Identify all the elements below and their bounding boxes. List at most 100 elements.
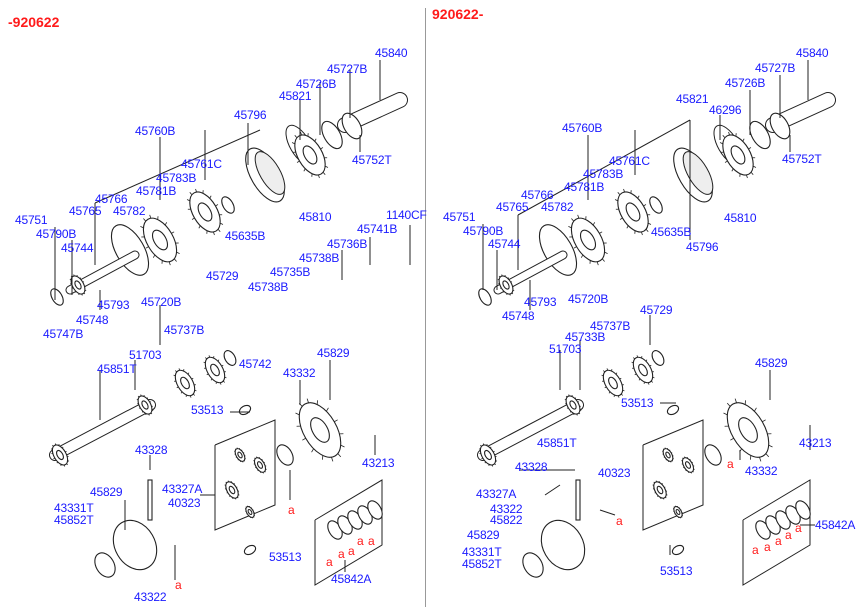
part-label-45790B[interactable]: 45790B bbox=[36, 227, 77, 241]
part-label-45744[interactable]: 45744 bbox=[61, 241, 94, 255]
part-label-45761C[interactable]: 45761C bbox=[609, 154, 650, 168]
gear-tooth bbox=[213, 356, 215, 359]
part-label-45751[interactable]: 45751 bbox=[443, 210, 476, 224]
part-label-45737B[interactable]: 45737B bbox=[590, 319, 631, 333]
gear-tooth bbox=[658, 481, 660, 483]
part-label-45793[interactable]: 45793 bbox=[97, 298, 130, 312]
gear-tooth bbox=[203, 361, 206, 364]
part-label-45793[interactable]: 45793 bbox=[524, 295, 557, 309]
part-label-45782[interactable]: 45782 bbox=[113, 204, 146, 218]
part-label-43328[interactable]: 43328 bbox=[135, 443, 168, 457]
part-label-45747B[interactable]: 45747B bbox=[43, 327, 84, 341]
part-label-45726B[interactable]: 45726B bbox=[725, 76, 766, 90]
part-label-40323[interactable]: 40323 bbox=[168, 496, 201, 510]
gear-tooth bbox=[227, 480, 229, 482]
part-label-53513-b[interactable]: 53513 bbox=[269, 550, 302, 564]
part-label-45729[interactable]: 45729 bbox=[206, 269, 239, 283]
part-label-43322[interactable]: 43322 bbox=[490, 502, 523, 516]
part-label-43327A[interactable]: 43327A bbox=[476, 487, 517, 501]
part-label-43332[interactable]: 43332 bbox=[283, 366, 316, 380]
part-label-45752T[interactable]: 45752T bbox=[782, 152, 822, 166]
part-label-43331T[interactable]: 43331T bbox=[462, 545, 502, 559]
part-label-51703[interactable]: 51703 bbox=[549, 342, 582, 356]
part-label-45751[interactable]: 45751 bbox=[15, 213, 48, 227]
part-label-45796[interactable]: 45796 bbox=[686, 240, 719, 254]
part-label-45748[interactable]: 45748 bbox=[502, 309, 535, 323]
part-label-45726B[interactable]: 45726B bbox=[296, 77, 337, 91]
part-label-45829-top[interactable]: 45829 bbox=[317, 346, 350, 360]
part-label-43331T[interactable]: 43331T bbox=[54, 501, 94, 515]
gear-tooth bbox=[258, 457, 260, 459]
part-label-45727B[interactable]: 45727B bbox=[755, 61, 796, 75]
part-label-43213[interactable]: 43213 bbox=[362, 456, 395, 470]
part-label-45842A[interactable]: 45842A bbox=[815, 518, 856, 532]
part-label-45810[interactable]: 45810 bbox=[724, 211, 757, 225]
part-label-45635B[interactable]: 45635B bbox=[225, 229, 266, 243]
version-label-left: -920622 bbox=[8, 14, 60, 30]
part-label-45738B-a[interactable]: 45738B bbox=[299, 251, 340, 265]
part-label-45735B[interactable]: 45735B bbox=[270, 265, 311, 279]
part-label-45783B[interactable]: 45783B bbox=[583, 167, 624, 181]
part-label-45840[interactable]: 45840 bbox=[375, 46, 408, 60]
part-label-45842A[interactable]: 45842A bbox=[331, 572, 372, 586]
part-label-45765[interactable]: 45765 bbox=[496, 200, 529, 214]
part-label-45852T[interactable]: 45852T bbox=[54, 513, 94, 527]
part-label-45741B[interactable]: 45741B bbox=[357, 222, 398, 236]
part-label-45733B[interactable]: 45733B bbox=[565, 330, 606, 344]
gear-tooth bbox=[689, 458, 691, 461]
part-label-43322[interactable]: 43322 bbox=[134, 590, 167, 604]
part-label-45829-bot[interactable]: 45829 bbox=[467, 528, 500, 542]
part-label-45796[interactable]: 45796 bbox=[234, 108, 267, 122]
part-label-45752T[interactable]: 45752T bbox=[352, 153, 392, 167]
gear-tooth bbox=[666, 494, 668, 496]
part-label-40323[interactable]: 40323 bbox=[598, 466, 631, 480]
part-label-45765[interactable]: 45765 bbox=[69, 204, 102, 218]
part-label-45810[interactable]: 45810 bbox=[299, 210, 332, 224]
part-label-45720B[interactable]: 45720B bbox=[568, 292, 609, 306]
part-label-45727B[interactable]: 45727B bbox=[327, 62, 368, 76]
part-label-45760B[interactable]: 45760B bbox=[135, 124, 176, 138]
part-label-53513-a[interactable]: 53513 bbox=[621, 396, 654, 410]
part-label-45729[interactable]: 45729 bbox=[640, 303, 673, 317]
part-label-45738B-b[interactable]: 45738B bbox=[248, 280, 289, 294]
gear-tooth bbox=[337, 453, 342, 458]
part-label-45851T[interactable]: 45851T bbox=[97, 362, 137, 376]
gear-tooth bbox=[340, 444, 345, 448]
part-label-46296[interactable]: 46296 bbox=[709, 103, 742, 117]
part-label-45737B[interactable]: 45737B bbox=[164, 323, 205, 337]
part-label-45829-bot[interactable]: 45829 bbox=[90, 485, 123, 499]
part-label-45821[interactable]: 45821 bbox=[676, 92, 709, 106]
part-label-53513-b[interactable]: 53513 bbox=[660, 564, 693, 578]
part-label-45851T[interactable]: 45851T bbox=[537, 436, 577, 450]
part-label-45821[interactable]: 45821 bbox=[279, 89, 312, 103]
part-label-43332[interactable]: 43332 bbox=[745, 464, 778, 478]
part-label-43327A[interactable]: 43327A bbox=[162, 482, 203, 496]
part-label-45822[interactable]: 45822 bbox=[490, 513, 523, 527]
part-label-45781B[interactable]: 45781B bbox=[564, 180, 605, 194]
part-label-45761C[interactable]: 45761C bbox=[181, 157, 222, 171]
part-label-45720B[interactable]: 45720B bbox=[141, 295, 182, 309]
part-label-51703[interactable]: 51703 bbox=[129, 348, 162, 362]
part-label-45781B[interactable]: 45781B bbox=[136, 184, 177, 198]
part-label-45742[interactable]: 45742 bbox=[239, 357, 272, 371]
part-label-1140CF[interactable]: 1140CF bbox=[386, 208, 427, 222]
part-label-45783B[interactable]: 45783B bbox=[156, 171, 197, 185]
gear-tooth bbox=[611, 369, 613, 372]
part-label-45790B[interactable]: 45790B bbox=[463, 224, 504, 238]
gear-tooth bbox=[501, 274, 503, 277]
part-label-45766[interactable]: 45766 bbox=[521, 188, 554, 202]
part-label-45840[interactable]: 45840 bbox=[796, 46, 829, 60]
part-label-45782[interactable]: 45782 bbox=[541, 200, 574, 214]
gear-tooth bbox=[206, 230, 208, 234]
part-label-45635B[interactable]: 45635B bbox=[651, 225, 692, 239]
part-label-53513-a[interactable]: 53513 bbox=[191, 403, 224, 417]
part-label-45766[interactable]: 45766 bbox=[95, 192, 128, 206]
part-label-45748[interactable]: 45748 bbox=[76, 313, 109, 327]
part-label-43328[interactable]: 43328 bbox=[515, 460, 548, 474]
part-label-45736B[interactable]: 45736B bbox=[327, 237, 368, 251]
part-label-43213[interactable]: 43213 bbox=[799, 436, 832, 450]
part-label-45760B[interactable]: 45760B bbox=[562, 121, 603, 135]
part-label-45744[interactable]: 45744 bbox=[488, 237, 521, 251]
part-label-45852T[interactable]: 45852T bbox=[462, 557, 502, 571]
part-label-45829-top[interactable]: 45829 bbox=[755, 356, 788, 370]
